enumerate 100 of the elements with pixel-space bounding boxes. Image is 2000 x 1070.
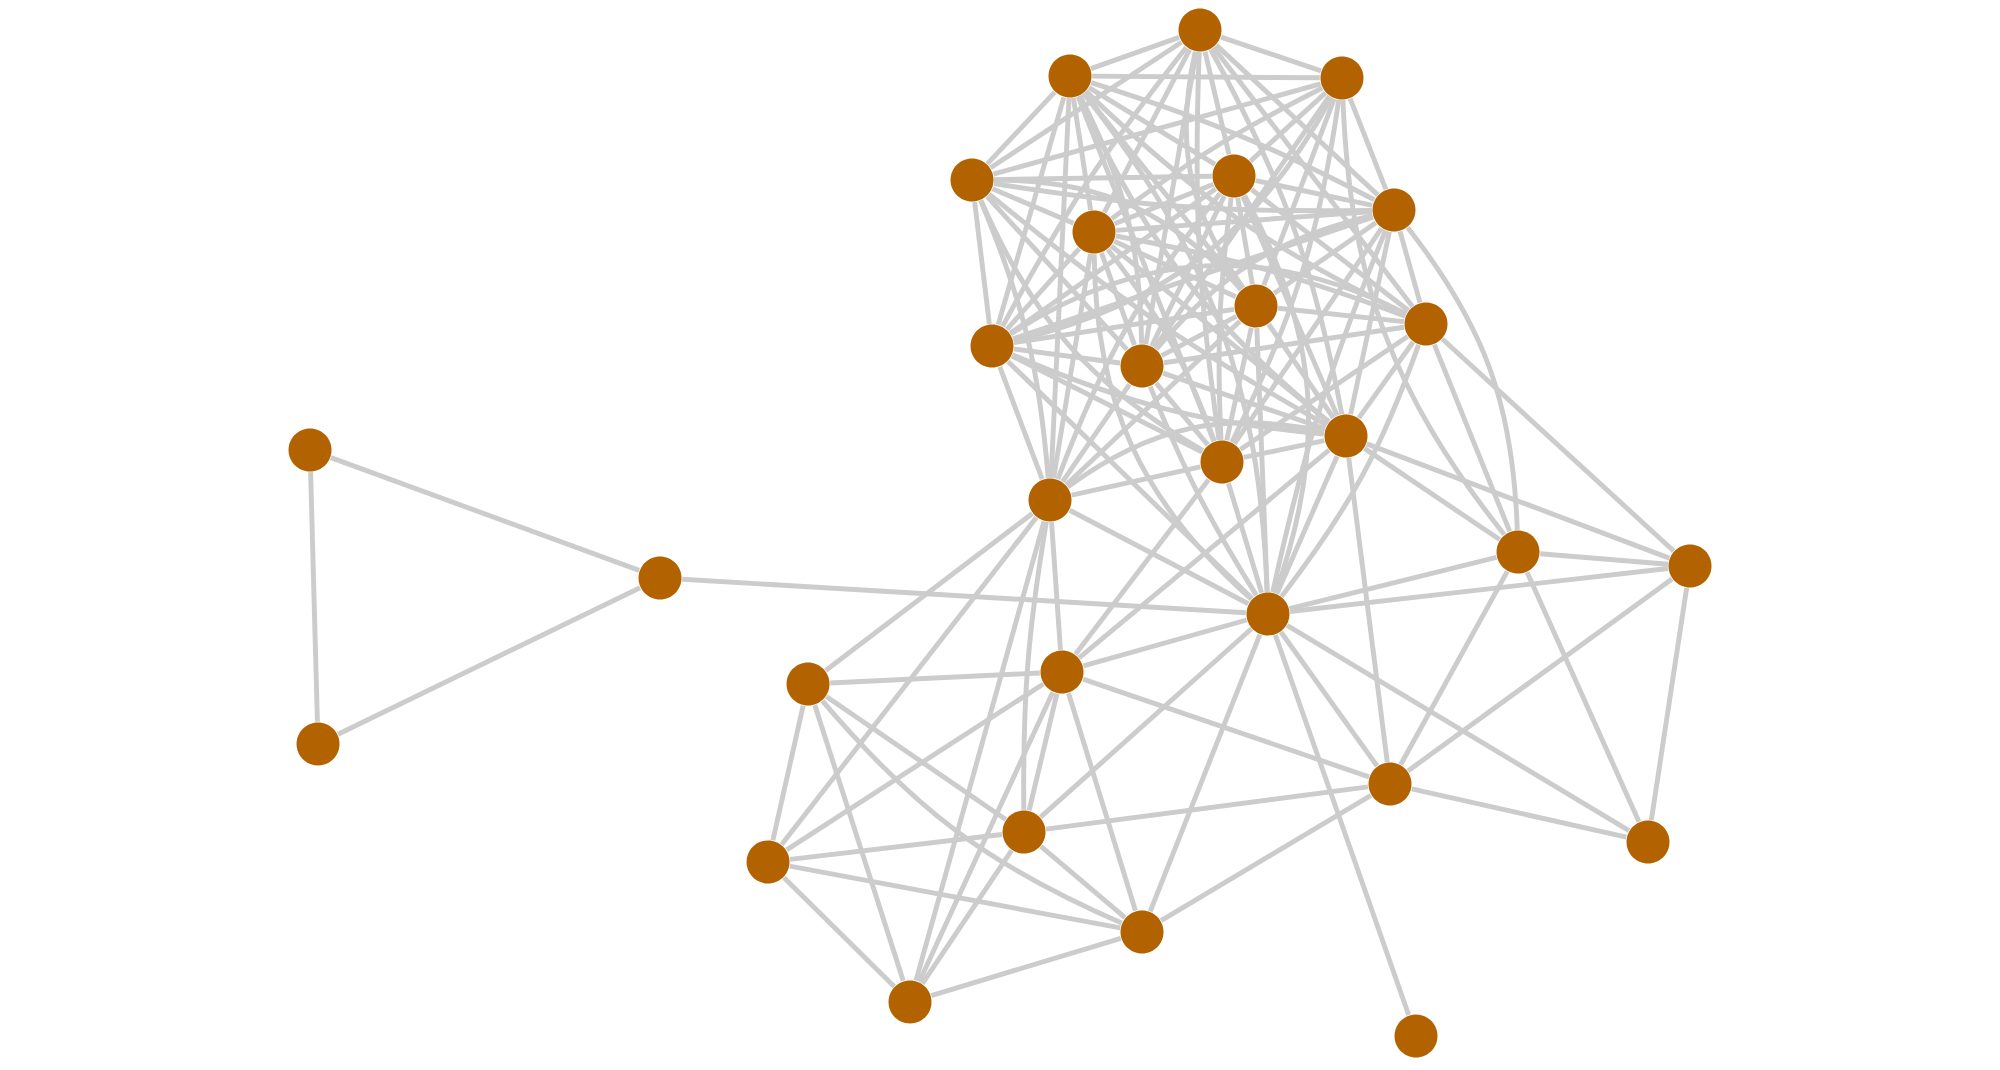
connector-line [1340, 100, 1507, 537]
connector-line [1183, 51, 1246, 290]
connector-line [1289, 566, 1669, 614]
connector-line [1250, 187, 1410, 313]
connector-line [1539, 551, 1669, 567]
connector-line [1242, 194, 1311, 594]
connector-line [1162, 370, 1326, 432]
network-node [1320, 56, 1364, 100]
network-node [970, 324, 1014, 368]
network-node [1028, 478, 1072, 522]
connector-line [1398, 570, 1510, 766]
connector-line [1163, 324, 1405, 366]
connector-line [1090, 80, 1376, 202]
connector-line [1091, 254, 1254, 602]
connector-line [1115, 233, 1407, 319]
connector-line [1006, 359, 1254, 601]
connector-line [1440, 337, 1676, 553]
network-node [1178, 8, 1222, 52]
connector-line [770, 705, 806, 841]
connector-line [992, 81, 1322, 177]
connector-line [1432, 343, 1512, 533]
connector-line [1081, 91, 1270, 592]
network-node [1120, 910, 1164, 954]
network-node [1200, 440, 1244, 484]
connector-line [1159, 793, 1373, 923]
connector-line [789, 863, 1121, 931]
network-node [1072, 210, 1116, 254]
connector-line [1038, 626, 1254, 820]
connector-line [789, 832, 1003, 862]
network-node [1372, 188, 1416, 232]
connector-line [1274, 455, 1340, 595]
connector-line [1235, 197, 1255, 285]
connector-line [1099, 252, 1137, 346]
connector-line [1077, 448, 1331, 660]
network-node [1404, 302, 1448, 346]
network-node [1626, 820, 1670, 864]
connector-line [1232, 226, 1384, 446]
connector-line [997, 365, 1045, 481]
connector-line [1045, 784, 1369, 832]
connector-line [978, 199, 1051, 479]
connector-line [1105, 247, 1217, 442]
connector-line [1148, 385, 1259, 597]
connector-line [917, 691, 1055, 983]
connector-line [995, 96, 1067, 326]
network-node [888, 980, 932, 1024]
connector-line [1397, 230, 1423, 304]
connector-line [1082, 617, 1248, 669]
connector-line [1254, 328, 1270, 592]
connector-line [1273, 634, 1411, 1016]
connector-line [830, 670, 1040, 686]
connector-line [1288, 554, 1498, 612]
connector-line [1220, 34, 1322, 74]
connector-line [1110, 85, 1324, 221]
connector-line [1152, 94, 1332, 350]
connector-line [994, 177, 1243, 292]
connector-line [1272, 220, 1378, 296]
connector-line [1077, 95, 1331, 424]
connector-line [1048, 98, 1072, 478]
connector-line [1021, 521, 1049, 810]
connector-line [1075, 95, 1217, 443]
connector-line [1071, 464, 1201, 498]
connector-line [1365, 441, 1671, 561]
connector-line [1248, 91, 1328, 163]
connector-line [1070, 97, 1094, 211]
connector-line [1406, 577, 1674, 773]
connector-line [1356, 340, 1416, 420]
connector-line [1060, 382, 1132, 484]
connector-line [1051, 253, 1093, 479]
connector-line [1226, 482, 1264, 594]
connector-line [1055, 191, 1223, 481]
connector-line [1202, 51, 1232, 155]
connector-line [1049, 521, 1063, 650]
network-node [1040, 650, 1084, 694]
connector-line [1278, 630, 1380, 768]
connector-line [913, 520, 1047, 982]
connector-line [1347, 97, 1389, 191]
network-node [950, 158, 994, 202]
connector-line [1279, 344, 1421, 598]
connector-line [1109, 244, 1331, 424]
network-node [746, 840, 790, 884]
connector-line [824, 694, 1008, 822]
connector-line [1216, 197, 1234, 440]
connector-line [1066, 420, 1325, 489]
connector-line [308, 472, 320, 722]
connector-line [1013, 306, 1235, 346]
connector-line [1214, 43, 1380, 197]
connector-line [1243, 438, 1325, 460]
connector-line [1009, 263, 1408, 337]
connector-line [1261, 97, 1337, 287]
connector-line [978, 199, 1205, 453]
network-node [1394, 1014, 1438, 1058]
connector-line [993, 181, 1372, 214]
network-node [1324, 414, 1368, 458]
connector-line [1154, 381, 1210, 447]
connector-line [1077, 94, 1145, 344]
connector-line [1211, 46, 1415, 308]
connector-line [682, 576, 1246, 616]
network-node [1668, 544, 1712, 588]
connector-line [1039, 844, 1127, 920]
connector-line [1092, 73, 1320, 81]
